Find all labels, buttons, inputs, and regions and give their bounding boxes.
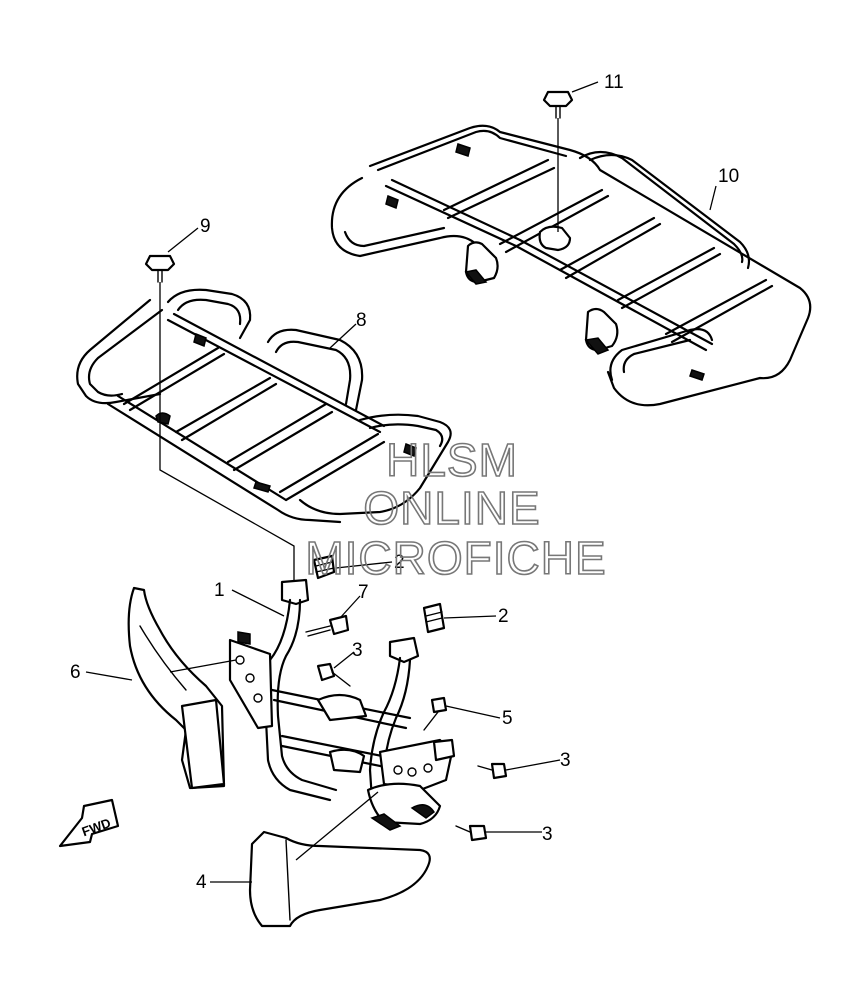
screw-7[interactable] [305, 614, 350, 637]
callout-7: 7 [358, 582, 369, 603]
callout-leaders [85, 81, 717, 883]
rear-carrier[interactable] [330, 124, 812, 407]
forward-direction-arrow: FWD [58, 798, 120, 848]
front-carrier[interactable] [76, 288, 452, 524]
callout-8: 8 [356, 310, 367, 331]
callout-2-lower: 2 [498, 606, 509, 627]
callout-3-c: 3 [542, 824, 553, 845]
callout-11: 11 [604, 72, 624, 93]
bolt-3-b[interactable] [477, 762, 508, 780]
bolt-3-a[interactable] [316, 662, 351, 687]
callout-4: 4 [196, 872, 207, 893]
callout-3-b: 3 [560, 750, 571, 771]
grommet-2-lower[interactable] [422, 602, 446, 634]
bolt-3-c[interactable] [455, 824, 488, 842]
callout-3-a: 3 [352, 640, 363, 661]
callout-9: 9 [200, 216, 211, 237]
callout-6: 6 [70, 662, 81, 683]
callout-2-upper: 2 [394, 552, 405, 573]
carrier-bracket[interactable] [228, 578, 456, 831]
bolt-11[interactable] [542, 90, 574, 232]
panel-6[interactable] [127, 586, 237, 790]
screw-5[interactable] [423, 696, 448, 731]
callout-5: 5 [502, 708, 513, 729]
panel-4[interactable] [248, 791, 431, 928]
callout-1: 1 [214, 580, 225, 601]
watermark-line-1: HLSM [386, 434, 518, 486]
watermark: HLSM ONLINE MICROFICHE [305, 433, 607, 585]
grommet-2-upper[interactable] [312, 554, 336, 580]
callout-10: 10 [718, 166, 739, 187]
watermark-line-2: ONLINE [363, 482, 540, 534]
watermark-line-3: MICROFICHE [305, 532, 606, 584]
bolt-9[interactable] [144, 254, 295, 580]
